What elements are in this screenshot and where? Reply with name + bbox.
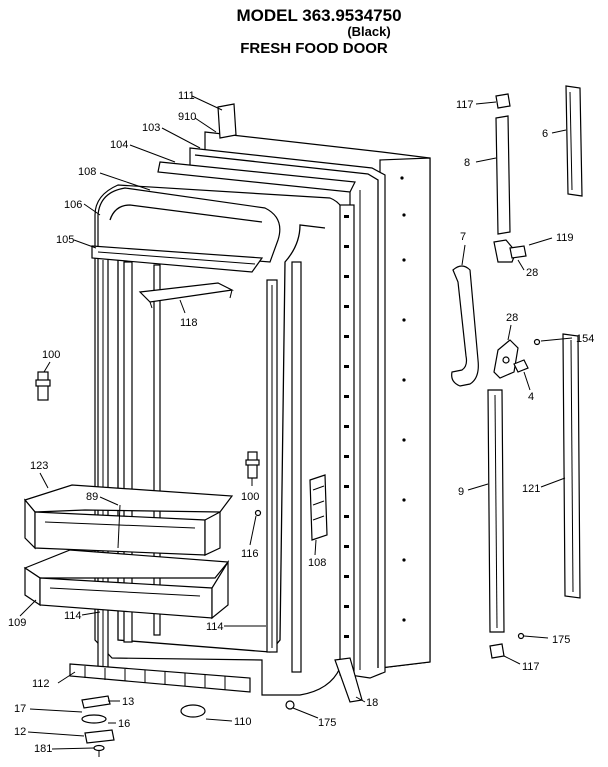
callout-106: 106 [64, 199, 82, 211]
screw-175-right [517, 632, 525, 640]
door-shelf-upper [23, 484, 234, 556]
callout-123: 123 [30, 460, 48, 472]
callout-118: 118 [180, 317, 198, 329]
screw-175 [285, 700, 295, 710]
callout-18: 18 [366, 697, 378, 709]
end-cap-117-top [495, 93, 511, 109]
callout-114-left: 114 [64, 610, 82, 622]
callout-labels: 111 910 103 104 108 106 105 118 100 123 … [8, 90, 594, 755]
callout-28-upper: 28 [526, 267, 538, 279]
callout-117-top: 117 [456, 99, 474, 111]
door-stop-110 [180, 704, 206, 718]
butter-clip-right [245, 451, 260, 479]
screw-181 [93, 744, 105, 757]
callout-8: 8 [464, 157, 470, 169]
clip-4 [513, 359, 529, 373]
callout-181: 181 [34, 743, 52, 755]
callout-121: 121 [522, 483, 540, 495]
callout-12: 12 [14, 726, 26, 738]
callout-9: 9 [458, 486, 464, 498]
screw-116 [254, 509, 262, 517]
callout-103: 103 [142, 122, 160, 134]
callout-112: 112 [32, 678, 50, 690]
callout-17: 17 [14, 703, 26, 715]
callout-109: 109 [8, 617, 26, 629]
washer-16 [81, 714, 107, 724]
end-cap-117-bottom [489, 643, 505, 659]
callout-117-bottom: 117 [522, 661, 540, 673]
dairy-compartment [91, 187, 281, 273]
callout-114-right: 114 [206, 621, 224, 633]
callout-16: 16 [118, 718, 130, 730]
callout-104: 104 [110, 139, 128, 151]
screw-154 [533, 338, 541, 346]
callout-6: 6 [542, 128, 548, 140]
door-handle-7 [451, 265, 479, 387]
handle-cap-28 [493, 339, 519, 379]
bottom-trim [69, 663, 251, 693]
callout-28-lower: 28 [506, 312, 518, 324]
callout-111: 111 [178, 90, 195, 102]
callout-108-top: 108 [78, 166, 96, 178]
callout-119: 119 [556, 232, 574, 244]
hinge-cover-13 [81, 695, 111, 709]
egg-tray [138, 282, 234, 309]
bottom-hinge-12 [84, 729, 115, 744]
dairy-trim [157, 161, 356, 193]
callout-7: 7 [460, 231, 466, 243]
handle-bracket-119 [493, 239, 527, 263]
door-gasket [189, 147, 386, 679]
handle-trim-8 [495, 115, 511, 235]
callout-910: 910 [178, 111, 196, 123]
callout-154: 154 [576, 333, 594, 345]
callout-100-left: 100 [42, 349, 60, 361]
callout-13: 13 [122, 696, 134, 708]
top-hinge-bracket [217, 103, 237, 139]
diagram-title: MODEL 363.9534750 [236, 6, 402, 25]
shelf-retainer-108 [309, 474, 328, 541]
handle-trim-6 [565, 85, 583, 197]
diagram-section: FRESH FOOD DOOR [240, 40, 388, 57]
door-shelf-lower [23, 549, 230, 620]
callout-175-right: 175 [552, 634, 570, 646]
callout-108-mid: 108 [308, 557, 326, 569]
callout-110: 110 [234, 716, 252, 728]
callout-105: 105 [56, 234, 74, 246]
leader-lines [19, 95, 573, 750]
butter-clip-left [35, 371, 51, 401]
callout-89: 89 [86, 491, 98, 503]
callout-175-bottom: 175 [318, 717, 336, 729]
diagram-variant: (Black) [347, 24, 391, 39]
callout-4: 4 [528, 391, 534, 403]
callout-100-right: 100 [241, 491, 259, 503]
callout-116: 116 [241, 548, 259, 560]
